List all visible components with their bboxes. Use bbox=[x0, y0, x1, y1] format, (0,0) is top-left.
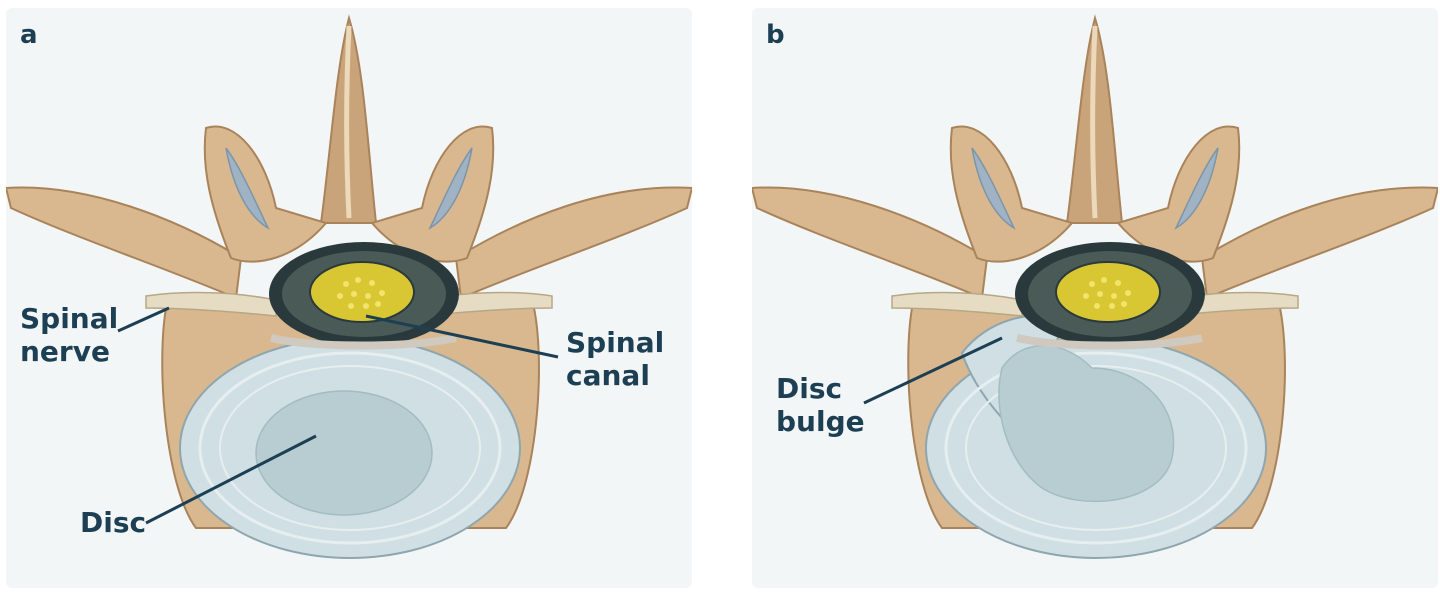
right-lamina bbox=[1116, 125, 1241, 263]
left-facet-cartilage bbox=[225, 147, 270, 230]
left-transverse-process bbox=[6, 186, 243, 300]
spinal-nerve-leader bbox=[117, 306, 170, 333]
spinal-cord bbox=[309, 261, 415, 323]
left-lamina bbox=[203, 125, 328, 263]
left-transverse-process bbox=[752, 186, 989, 300]
left-lamina bbox=[949, 125, 1074, 263]
vertebra-illustration-b bbox=[752, 14, 1438, 559]
right-transverse-process bbox=[1200, 186, 1438, 300]
disc-bulge-label: Disc bulge bbox=[776, 372, 865, 438]
disc-nucleus bbox=[255, 390, 433, 516]
disc-nucleus-displaced bbox=[998, 344, 1175, 503]
disc-bulge-leader bbox=[863, 336, 1003, 405]
right-transverse-process bbox=[454, 186, 692, 300]
spinal-canal-leader bbox=[365, 314, 559, 359]
spinal-nerve-label: Spinal nerve bbox=[20, 302, 119, 368]
right-facet-cartilage bbox=[428, 147, 473, 230]
panel-b: b Disc bulge bbox=[752, 8, 1438, 588]
panel-letter-a: a bbox=[20, 20, 38, 50]
disc-label: Disc bbox=[80, 506, 147, 539]
panel-a: a Spinal nerve Spinal canal Disc bbox=[6, 8, 692, 588]
left-facet-cartilage bbox=[971, 147, 1016, 230]
vertebra-illustration-a bbox=[6, 14, 692, 559]
panel-letter-b: b bbox=[766, 20, 785, 50]
disc-leader bbox=[145, 434, 317, 525]
right-lamina bbox=[370, 125, 495, 263]
spinal-cord bbox=[1055, 261, 1161, 323]
left-spinal-nerve bbox=[145, 291, 277, 317]
left-spinal-nerve bbox=[891, 291, 1023, 317]
spinal-canal-label: Spinal canal bbox=[566, 326, 665, 392]
right-facet-cartilage bbox=[1174, 147, 1219, 230]
